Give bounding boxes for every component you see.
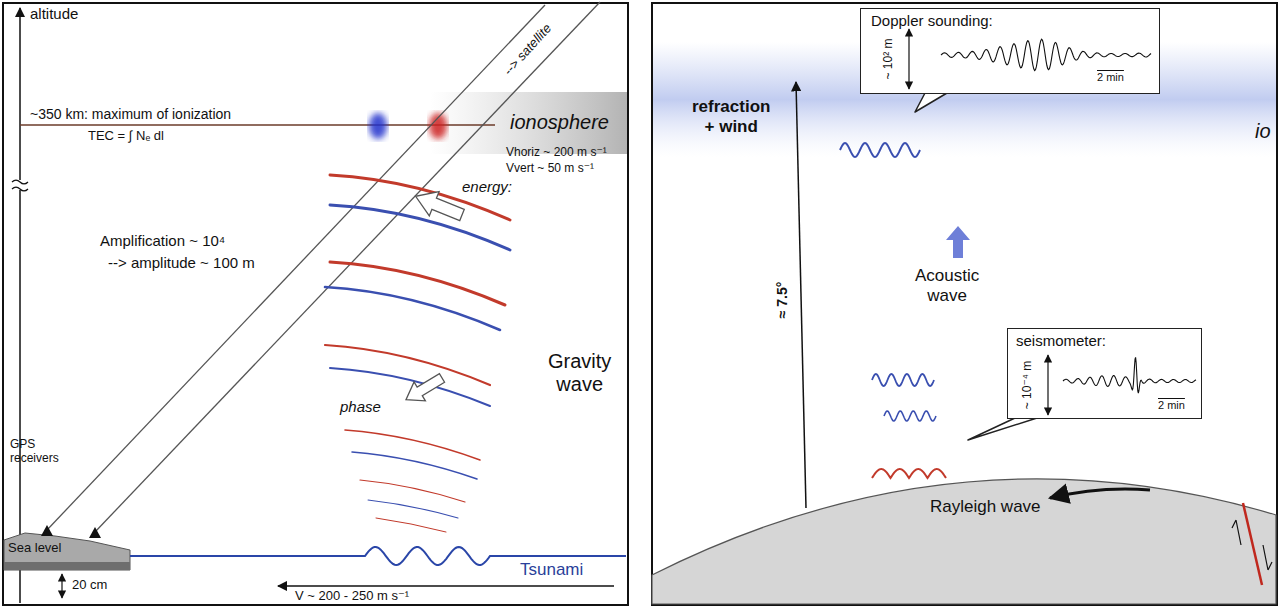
callout-box: Doppler sounding: ~ 10² m 2 min: [860, 8, 1160, 94]
land: [4, 533, 130, 570]
earth: [652, 479, 1276, 604]
phase-arrow: [400, 369, 447, 409]
acoustic-wave: [884, 411, 936, 421]
propagation-arrow: [1050, 489, 1150, 498]
wave-front: [352, 452, 477, 479]
callout-box: seismometer: ~ 10⁻⁴ m 2 min: [1007, 328, 1202, 419]
ray-arrow: [796, 82, 806, 508]
wave-front: [325, 287, 500, 330]
wave-front: [360, 480, 465, 502]
angle-label: ≈ 7.5°: [774, 282, 790, 319]
wave-name: Tsunami: [520, 560, 583, 580]
ionization-line: [20, 124, 495, 126]
acoustic-wave: [840, 143, 920, 157]
wave-name: Gravity wave: [548, 350, 611, 396]
velocity-value: V ~ 200 - 250 m s⁻¹: [295, 589, 409, 604]
dimension: 20 cm: [72, 578, 107, 593]
scale-arrow: [1047, 355, 1048, 415]
annotation: Amplification ~ 10⁴: [100, 232, 225, 249]
time-scale: 2 min: [1158, 399, 1185, 411]
wave-front: [330, 205, 510, 250]
callout-heading: seismometer:: [1016, 333, 1106, 350]
axis-break: [12, 180, 28, 190]
annotation: --> amplitude ~ 100 m: [108, 254, 255, 271]
callout-heading: Doppler sounding:: [871, 13, 993, 30]
formula: TEC = ∫ Nₑ dl: [88, 129, 164, 144]
annotation: phase: [340, 398, 381, 415]
gravity-wave-fronts: [325, 175, 510, 532]
ionosphere-shade: [430, 92, 627, 154]
upward-arrow: [946, 226, 970, 258]
station-label: GPS receivers: [10, 438, 59, 466]
time-scale: 2 min: [1097, 71, 1124, 83]
signal-trace: [1063, 357, 1196, 393]
annotation: refraction + wind: [692, 97, 770, 136]
gps-receiver: [89, 527, 101, 538]
height-arrow: [61, 574, 62, 598]
tec-perturbation: [369, 113, 387, 139]
callout-pointer: [915, 93, 947, 112]
satellite-ray: [47, 5, 545, 530]
panel-frame: [3, 3, 628, 605]
acoustic-wave: [872, 374, 934, 386]
scale-arrow: [908, 29, 909, 89]
axis-break: [12, 180, 28, 191]
propagation-arrow: [278, 585, 614, 587]
annotation: energy:: [462, 178, 512, 195]
axis-label: altitude: [30, 5, 78, 22]
altitude-axis: [19, 8, 21, 603]
rayleigh-wave: [872, 469, 946, 478]
wave-name: Acoustic wave: [915, 266, 979, 305]
gps-receiver: [41, 525, 53, 536]
callout-pointer: [968, 418, 1037, 440]
scale-label: ~ 10² m: [882, 38, 895, 79]
satellite-ray: [95, 2, 600, 532]
scale-label: ~ 10⁻⁴ m: [1021, 361, 1034, 410]
wave-front: [368, 500, 458, 518]
fault-slip: [1263, 545, 1272, 570]
panel-frame: [652, 3, 1277, 605]
layer-name: ionosphere: [510, 111, 609, 134]
velocity-value: Vvert ~ 50 m s⁻¹: [506, 162, 594, 176]
altitude-note: ~350 km: maximum of ionization: [30, 106, 231, 122]
velocity-value: Vhoriz ~ 200 m s⁻¹: [506, 146, 607, 160]
wave-name: Rayleigh wave: [930, 497, 1041, 517]
wave-front: [376, 518, 446, 532]
surface-label: Sea level: [8, 541, 61, 556]
acoustic-wave: [840, 143, 946, 478]
wave-front: [345, 430, 480, 460]
signal-trace: [941, 39, 1151, 70]
fault-slip: [1232, 520, 1241, 545]
energy-arrow: [411, 184, 467, 227]
wave-front: [330, 262, 505, 305]
layer-name: io: [1255, 120, 1271, 143]
land: [4, 562, 130, 570]
fault: [1243, 503, 1262, 585]
